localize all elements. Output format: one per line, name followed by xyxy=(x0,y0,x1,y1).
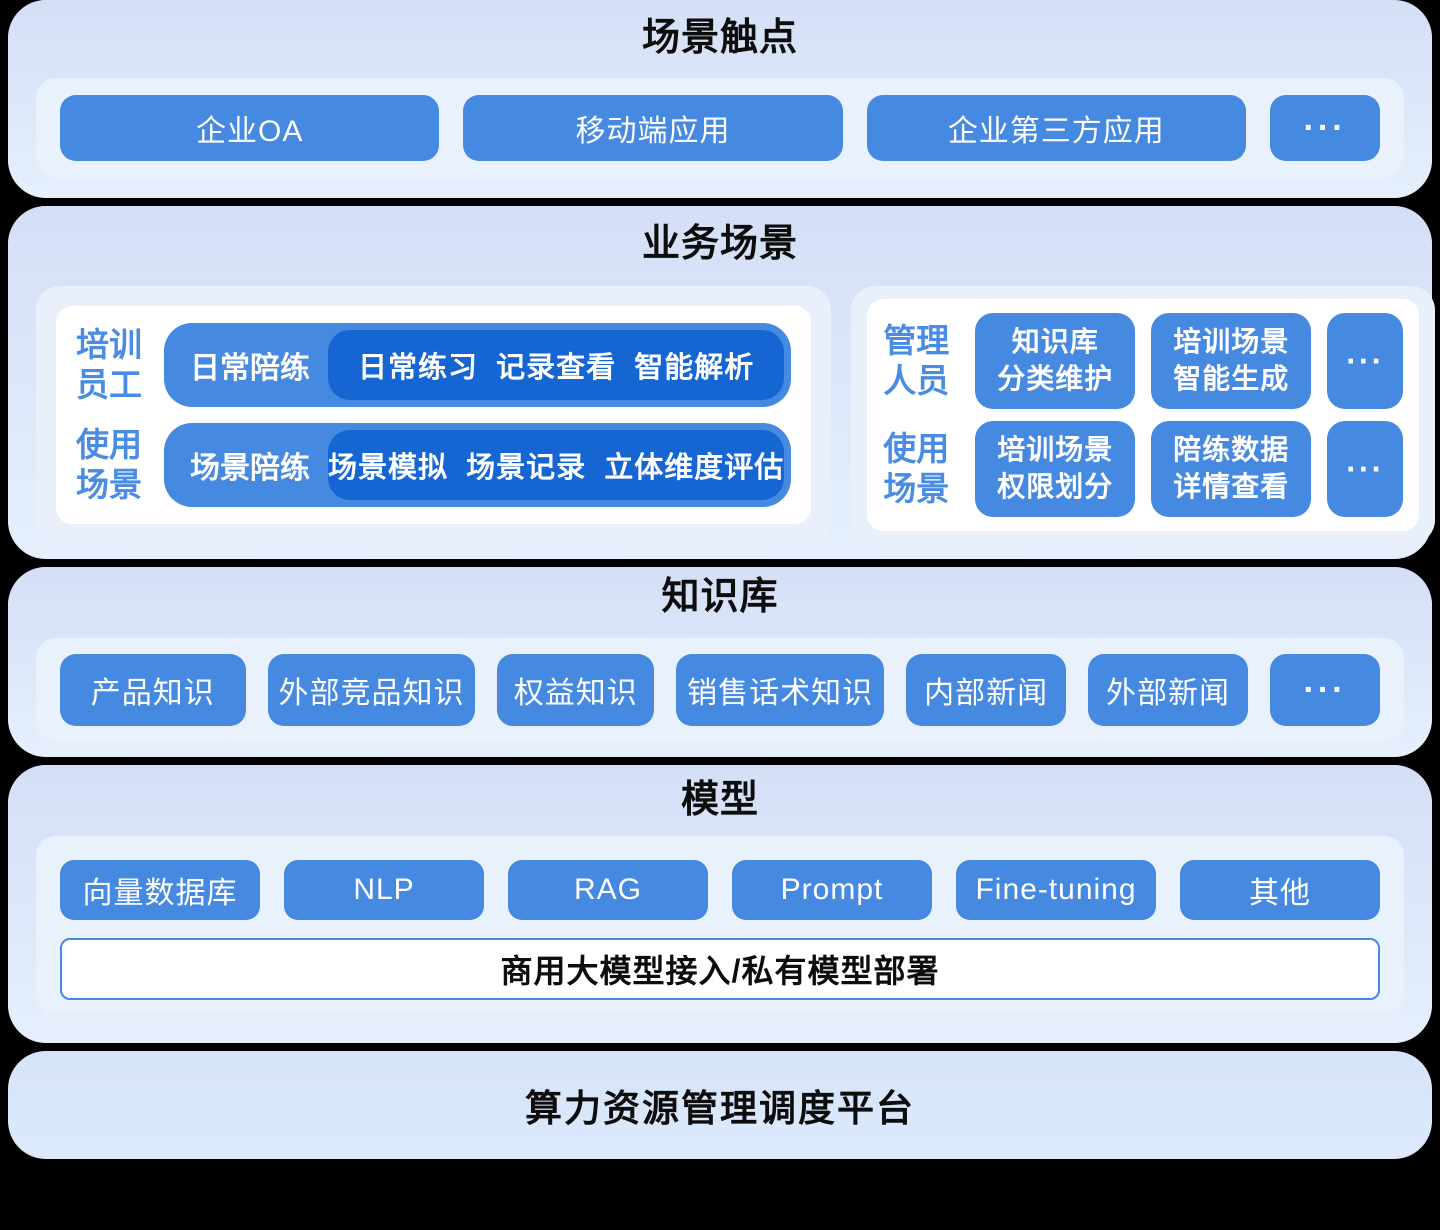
model-item: Prompt xyxy=(732,860,932,920)
daily-training-pill: 日常陪练 日常练习 记录查看 智能解析 xyxy=(164,323,792,407)
touchpoints-title: 场景触点 xyxy=(641,17,798,59)
platform-title: 算力资源管理调度平台 xyxy=(525,1088,915,1129)
pill-items: 场景模拟 场景记录 立体维度评估 xyxy=(328,430,785,500)
pill-items: 日常练习 记录查看 智能解析 xyxy=(328,330,785,400)
knowledge-title: 知识库 xyxy=(661,576,779,618)
feature-chip: 知识库 分类维护 xyxy=(975,313,1136,409)
section-touchpoints: 场景触点 企业OA 移动端应用 企业第三方应用 ··· xyxy=(8,0,1432,198)
manager-row-2: 使用 场景 培训场景 权限划分 陪练数据 详情查看 ··· xyxy=(883,421,1404,517)
model-panel: 向量数据库 NLP RAG Prompt Fine-tuning 其他 商用大模… xyxy=(36,836,1404,1014)
section-model: 模型 向量数据库 NLP RAG Prompt Fine-tuning 其他 商… xyxy=(8,765,1432,1043)
employee-row-scene: 使用 场景 场景陪练 场景模拟 场景记录 立体维度评估 xyxy=(76,423,792,507)
feature-chip: 培训场景 权限划分 xyxy=(975,421,1136,517)
more-ellipsis: ··· xyxy=(1327,421,1404,517)
manager-scenarios-card: 管理 人员 知识库 分类维护 培训场景 智能生成 ··· xyxy=(851,286,1436,544)
knowledge-item: 外部竞品知识 xyxy=(267,654,476,726)
model-item: 其他 xyxy=(1180,860,1380,920)
section-compute-platform: 算力资源管理调度平台 xyxy=(8,1051,1432,1159)
knowledge-item: 产品知识 xyxy=(60,654,246,726)
section-knowledge-base: 知识库 产品知识 外部竞品知识 权益知识 销售话术知识 内部新闻 外部新闻 ··… xyxy=(8,567,1432,757)
business-title: 业务场景 xyxy=(641,223,798,265)
knowledge-item: 销售话术知识 xyxy=(676,654,885,726)
touchpoint-item: 企业OA xyxy=(60,95,440,161)
employee-row-daily: 培训 员工 日常陪练 日常练习 记录查看 智能解析 xyxy=(76,323,792,407)
model-item: NLP xyxy=(284,860,484,920)
group-label: 管理 人员 xyxy=(883,321,950,399)
pill-label: 日常陪练 xyxy=(190,352,310,385)
more-ellipsis: ··· xyxy=(1269,654,1380,726)
manager-row-1: 管理 人员 知识库 分类维护 培训场景 智能生成 ··· xyxy=(883,313,1404,409)
group-label: 使用 场景 xyxy=(76,425,142,503)
scene-training-pill: 场景陪练 场景模拟 场景记录 立体维度评估 xyxy=(164,423,792,507)
touchpoints-panel: 企业OA 移动端应用 企业第三方应用 ··· xyxy=(36,78,1404,178)
more-ellipsis: ··· xyxy=(1269,95,1380,161)
group-label: 培训 员工 xyxy=(76,325,142,403)
section-business-scenarios: 业务场景 培训 员工 日常陪练 日常练习 记录查看 智能解析 xyxy=(8,206,1436,559)
knowledge-item: 内部新闻 xyxy=(906,654,1067,726)
knowledge-item: 权益知识 xyxy=(497,654,655,726)
employee-scenarios-card: 培训 员工 日常陪练 日常练习 记录查看 智能解析 使用 场景 xyxy=(36,286,832,544)
model-item: 向量数据库 xyxy=(60,860,260,920)
model-title: 模型 xyxy=(680,779,759,821)
knowledge-item: 外部新闻 xyxy=(1088,654,1248,726)
more-ellipsis: ··· xyxy=(1327,313,1404,409)
touchpoint-item: 移动端应用 xyxy=(463,95,843,161)
model-item: Fine-tuning xyxy=(956,860,1156,920)
feature-chip: 培训场景 智能生成 xyxy=(1151,313,1312,409)
feature-chip: 陪练数据 详情查看 xyxy=(1151,421,1312,517)
group-label: 使用 场景 xyxy=(883,429,950,507)
model-access-bar: 商用大模型接入/私有模型部署 xyxy=(60,938,1380,1000)
pill-label: 场景陪练 xyxy=(190,452,310,485)
knowledge-panel: 产品知识 外部竞品知识 权益知识 销售话术知识 内部新闻 外部新闻 ··· xyxy=(36,638,1404,742)
model-item: RAG xyxy=(508,860,708,920)
touchpoint-item: 企业第三方应用 xyxy=(866,95,1246,161)
